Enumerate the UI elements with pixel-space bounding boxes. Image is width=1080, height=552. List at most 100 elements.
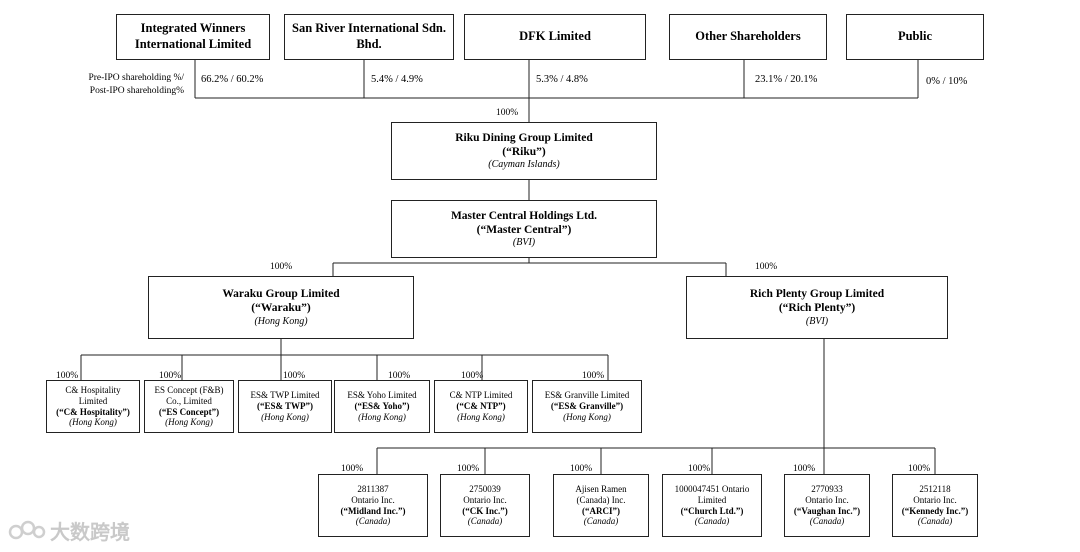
- shareholder-name: San River International Sdn. Bhd.: [292, 21, 446, 51]
- entity-name: Rich Plenty Group Limited: [749, 288, 885, 301]
- entity-short-name: (“Rich Plenty”): [778, 302, 856, 315]
- subsidiary-name-line-2: Ontario Inc.: [913, 494, 957, 505]
- subsidiary-short-name: (“ES& TWP”): [256, 401, 314, 412]
- ownership-pct-rich-plenty: 100%: [755, 262, 778, 272]
- subsidiary-box-ck: 2750039 Ontario Inc. (“CK Inc.”) (Canada…: [440, 474, 530, 537]
- subsidiary-name-line-1: ES Concept (F&B): [154, 384, 224, 395]
- subsidiary-short-name: (“CK Inc.”): [462, 505, 508, 516]
- entity-short-name: (“Master Central”): [476, 223, 572, 236]
- entity-name: Waraku Group Limited: [222, 288, 340, 301]
- ownership-pct-hk-sub: 100%: [461, 371, 484, 381]
- shareholding-dfk: 5.3% / 4.8%: [536, 74, 588, 85]
- entity-box-master-central: Master Central Holdings Ltd. (“Master Ce…: [391, 200, 657, 258]
- subsidiary-name-line-1: 1000047451 Ontario: [674, 483, 750, 494]
- ownership-pct-ca-sub: 100%: [908, 464, 931, 474]
- subsidiary-box-church: 1000047451 Ontario Limited (“Church Ltd.…: [662, 474, 762, 537]
- subsidiary-box-es-concept: ES Concept (F&B) Co., Limited (“ES Conce…: [144, 380, 234, 433]
- subsidiary-name-line-2: Limited: [78, 395, 108, 406]
- subsidiary-short-name: (“Midland Inc.”): [340, 505, 406, 516]
- entity-jurisdiction: (BVI): [805, 315, 829, 327]
- subsidiary-name-line-1: ES& Granville Limited: [544, 390, 630, 401]
- entity-box-rich-plenty: Rich Plenty Group Limited (“Rich Plenty”…: [686, 276, 948, 339]
- shareholder-box-dfk: DFK Limited: [464, 14, 646, 60]
- legend-line-1: Pre-IPO shareholding %/: [88, 73, 184, 83]
- subsidiary-box-es-twp: ES& TWP Limited (“ES& TWP”) (Hong Kong): [238, 380, 332, 433]
- subsidiary-jurisdiction: (Hong Kong): [69, 417, 117, 428]
- ownership-pct-hk-sub: 100%: [159, 371, 182, 381]
- shareholder-name: DFK Limited: [519, 29, 591, 44]
- ownership-pct-hk-sub: 100%: [283, 371, 306, 381]
- shareholding-san-river: 5.4% / 4.9%: [371, 74, 423, 85]
- shareholding-integrated-winners: 66.2% / 60.2%: [201, 74, 264, 85]
- subsidiary-name-line-1: Ajisen Ramen: [575, 483, 627, 494]
- subsidiary-name-line-2: (Canada) Inc.: [576, 494, 626, 505]
- subsidiary-name-line-1: 2750039: [469, 483, 501, 494]
- ownership-pct-hk-sub: 100%: [56, 371, 79, 381]
- entity-short-name: (“Riku”): [502, 145, 546, 158]
- entity-jurisdiction: (Cayman Islands): [488, 159, 560, 171]
- shareholding-legend: Pre-IPO shareholding %/ Post-IPO shareho…: [60, 72, 184, 98]
- subsidiary-short-name: (“Kennedy Inc.”): [901, 505, 969, 516]
- shareholder-box-other-shareholders: Other Shareholders: [669, 14, 827, 60]
- subsidiary-jurisdiction: (Hong Kong): [165, 417, 213, 428]
- subsidiary-jurisdiction: (Hong Kong): [457, 411, 505, 422]
- subsidiary-box-kennedy: 2512118 Ontario Inc. (“Kennedy Inc.”) (C…: [892, 474, 978, 537]
- shareholding-other: 23.1% / 20.1%: [755, 74, 818, 85]
- entity-jurisdiction: (Hong Kong): [254, 315, 308, 327]
- shareholder-box-public: Public: [846, 14, 984, 60]
- subsidiary-short-name: (“ARCI”): [582, 505, 620, 516]
- ownership-pct-ca-sub: 100%: [570, 464, 593, 474]
- subsidiary-name-line-1: C& NTP Limited: [449, 390, 513, 401]
- subsidiary-jurisdiction: (Canada): [917, 516, 953, 527]
- subsidiary-short-name: (“ES& Granville”): [550, 401, 624, 412]
- ownership-pct-ca-sub: 100%: [341, 464, 364, 474]
- ownership-pct-hk-sub: 100%: [388, 371, 411, 381]
- ownership-pct-riku: 100%: [496, 108, 519, 118]
- subsidiary-name-line-2: Ontario Inc.: [463, 494, 507, 505]
- subsidiary-short-name: (“ES Concept”): [158, 406, 220, 417]
- subsidiary-box-es-granville: ES& Granville Limited (“ES& Granville”) …: [532, 380, 642, 433]
- entity-name: Master Central Holdings Ltd.: [450, 209, 598, 222]
- ownership-pct-ca-sub: 100%: [793, 464, 816, 474]
- entity-box-waraku: Waraku Group Limited (“Waraku”) (Hong Ko…: [148, 276, 414, 339]
- subsidiary-name-line-1: ES& TWP Limited: [250, 390, 320, 401]
- ownership-pct-ca-sub: 100%: [688, 464, 711, 474]
- subsidiary-jurisdiction: (Canada): [694, 516, 730, 527]
- shareholder-name: Other Shareholders: [695, 29, 801, 44]
- subsidiary-jurisdiction: (Canada): [467, 516, 503, 527]
- subsidiary-jurisdiction: (Canada): [583, 516, 619, 527]
- entity-jurisdiction: (BVI): [512, 237, 536, 249]
- subsidiary-short-name: (“C& Hospitality”): [56, 406, 130, 417]
- subsidiary-name-line-1: 2770933: [811, 483, 843, 494]
- shareholder-box-san-river: San River International Sdn. Bhd.: [284, 14, 454, 60]
- shareholding-public: 0% / 10%: [926, 76, 968, 87]
- entity-short-name: (“Waraku”): [251, 302, 311, 315]
- subsidiary-name-line-1: ES& Yoho Limited: [347, 390, 417, 401]
- subsidiary-jurisdiction: (Hong Kong): [563, 411, 611, 422]
- watermark: 大数跨境: [8, 516, 130, 545]
- subsidiary-short-name: (“Vaughan Inc.”): [793, 505, 861, 516]
- watermark-logo-icon: [8, 520, 46, 539]
- subsidiary-name-line-2: Limited: [697, 494, 727, 505]
- subsidiary-short-name: (“ES& Yoho”): [354, 401, 410, 412]
- subsidiary-short-name: (“C& NTP”): [456, 401, 506, 412]
- subsidiary-short-name: (“Church Ltd.”): [680, 505, 744, 516]
- subsidiary-name-line-2: Ontario Inc.: [805, 494, 849, 505]
- shareholder-name: Integrated Winners International Limited: [134, 21, 252, 51]
- subsidiary-box-arci: Ajisen Ramen (Canada) Inc. (“ARCI”) (Can…: [553, 474, 649, 537]
- subsidiary-jurisdiction: (Canada): [355, 516, 391, 527]
- shareholder-box-integrated-winners: Integrated Winners International Limited: [116, 14, 270, 60]
- entity-name: Riku Dining Group Limited: [455, 131, 593, 144]
- subsidiary-name-line-2: Ontario Inc.: [351, 494, 395, 505]
- subsidiary-name-line-1: C& Hospitality: [65, 384, 121, 395]
- subsidiary-name-line-1: 2811387: [357, 483, 389, 494]
- subsidiary-name-line-1: 2512118: [919, 483, 951, 494]
- ownership-pct-ca-sub: 100%: [457, 464, 480, 474]
- legend-line-2: Post-IPO shareholding%: [89, 85, 184, 96]
- subsidiary-box-c-ntp: C& NTP Limited (“C& NTP”) (Hong Kong): [434, 380, 528, 433]
- watermark-text: 大数跨境: [50, 520, 130, 544]
- ownership-pct-hk-sub: 100%: [582, 371, 605, 381]
- subsidiary-box-es-yoho: ES& Yoho Limited (“ES& Yoho”) (Hong Kong…: [334, 380, 430, 433]
- subsidiary-box-c-hospitality: C& Hospitality Limited (“C& Hospitality”…: [46, 380, 140, 433]
